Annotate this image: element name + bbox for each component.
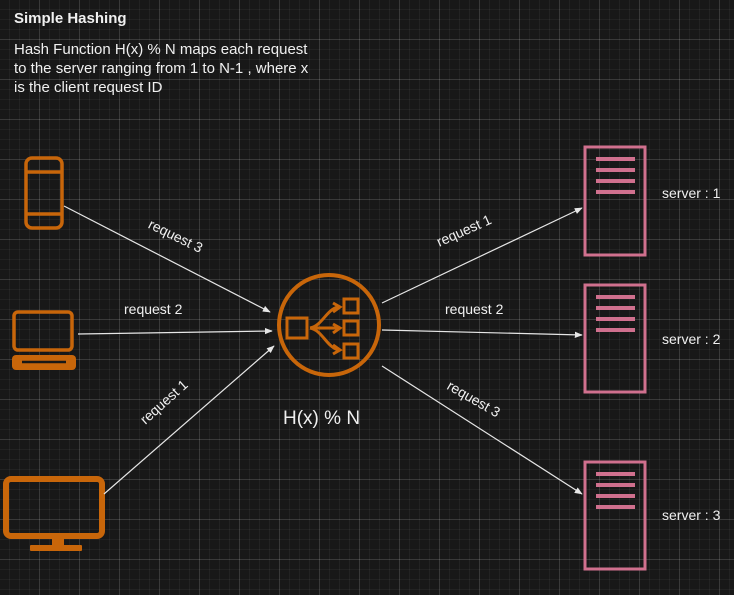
mobile-phone-icon xyxy=(24,156,64,230)
server-3-label: server : 3 xyxy=(662,507,721,523)
server-2-label: server : 2 xyxy=(662,331,721,347)
edge-label-server-2-request: request 2 xyxy=(445,301,504,317)
edge-laptop-to-hash[interactable] xyxy=(77,327,273,335)
laptop-icon xyxy=(12,310,76,370)
hash-function-label: H(x) % N xyxy=(283,408,361,429)
edge-phone-to-hash[interactable] xyxy=(63,205,271,313)
server-1-label: server : 1 xyxy=(662,185,721,201)
hash-function-node[interactable] xyxy=(277,273,381,377)
diagram-title: Simple Hashing xyxy=(14,10,127,27)
server-3-icon[interactable] xyxy=(583,460,647,571)
diagram-description: Hash Function H(x) % N maps each request… xyxy=(14,41,309,96)
edge-hash-to-server-2[interactable] xyxy=(381,329,583,339)
edge-hash-to-server-1[interactable] xyxy=(381,207,583,304)
hash-distribute-icon xyxy=(285,297,360,360)
edge-label-laptop-request: request 2 xyxy=(124,301,183,317)
server-1-icon[interactable] xyxy=(583,145,647,257)
server-2-icon[interactable] xyxy=(583,283,647,394)
hash-function-circle xyxy=(277,273,381,377)
edge-desktop-to-hash[interactable] xyxy=(103,345,275,495)
desktop-monitor-icon xyxy=(3,476,105,551)
edge-hash-to-server-3[interactable] xyxy=(381,365,583,495)
